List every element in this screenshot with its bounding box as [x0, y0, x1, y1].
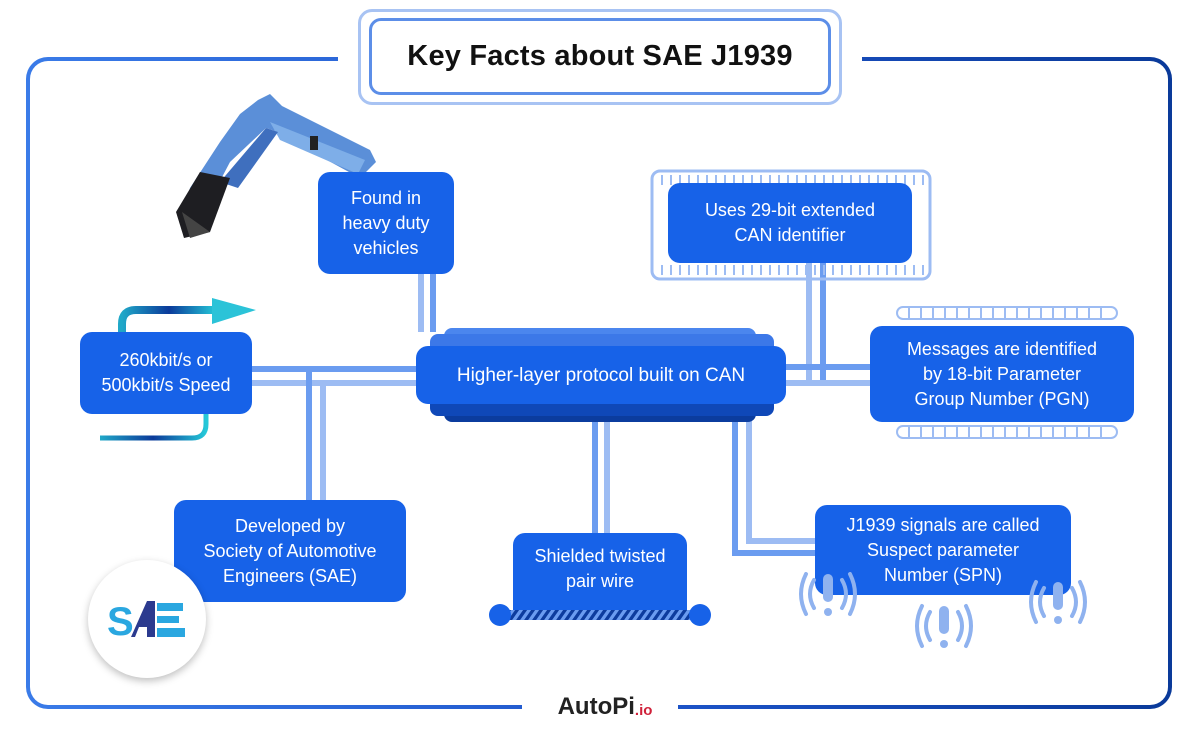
connector [430, 272, 436, 332]
alert-signals [799, 572, 1087, 648]
connector [592, 418, 598, 538]
fact-twisted-pair-wire: Shielded twisted pair wire [513, 533, 687, 611]
connector [248, 380, 428, 386]
connector [784, 380, 876, 386]
speed-arrow-icon [100, 298, 256, 441]
fact-line: J1939 signals are called [846, 514, 1040, 535]
fact-line: Found in [350, 187, 422, 208]
center-label: Higher-layer protocol built on CAN [456, 364, 746, 386]
alert-signal-icon [915, 604, 973, 648]
fact-developed-by-sae: Developed by Society of Automotive Engin… [174, 500, 406, 602]
fact-line: 500kbit/s Speed [101, 375, 231, 395]
connector [732, 418, 738, 556]
brand-suffix: .io [634, 701, 653, 719]
alert-signal-icon [1029, 580, 1087, 624]
title-box: Key Facts about SAE J1939 [369, 18, 831, 95]
page-title: Key Facts about SAE J1939 [407, 40, 793, 72]
brand-name: AutoPi [557, 693, 635, 720]
fact-line: vehicles [353, 237, 419, 258]
connector [306, 366, 312, 500]
fact-line: Society of Automotive [203, 540, 377, 561]
fact-29-bit-identifier: Uses 29-bit extended CAN identifier [668, 183, 912, 263]
fact-line: pair wire [565, 571, 635, 591]
sae-logo-icon: S [107, 600, 185, 641]
bit-strip-top-icon [896, 306, 1118, 320]
sae-logo: S [88, 560, 206, 678]
fact-line: 260kbit/s or [119, 350, 213, 370]
connector [746, 418, 752, 542]
connector [746, 538, 822, 544]
fact-line: Number (SPN) [883, 564, 1003, 585]
fact-heavy-duty-vehicles: Found in heavy duty vehicles [318, 172, 454, 274]
fact-line: Uses 29-bit extended [704, 200, 876, 220]
connector [820, 262, 826, 380]
fact-line: Developed by [234, 515, 346, 536]
alert-signal-icon [799, 572, 857, 616]
svg-text:S: S [107, 600, 134, 641]
connector [320, 380, 326, 500]
fact-line: Group Number (PGN) [914, 388, 1090, 409]
fact-pgn: Messages are identified by 18-bit Parame… [870, 326, 1134, 422]
twisted-wire-icon [489, 604, 711, 626]
fact-speed: 260kbit/s or 500kbit/s Speed [80, 332, 252, 414]
fact-line: by 18-bit Parameter [922, 363, 1082, 384]
connector [732, 550, 822, 556]
autopi-logo: AutoPi.io [540, 690, 670, 724]
fact-line: CAN identifier [734, 225, 846, 245]
fact-line: Engineers (SAE) [222, 565, 358, 586]
fact-spn: J1939 signals are called Suspect paramet… [815, 505, 1071, 595]
connector [784, 364, 876, 370]
connector [248, 366, 428, 372]
fact-line: heavy duty [342, 212, 430, 233]
center-protocol-box: Higher-layer protocol built on CAN [416, 346, 786, 404]
bit-strip-bottom-icon [896, 425, 1118, 439]
fact-line: Messages are identified [906, 338, 1098, 359]
connector [604, 418, 610, 538]
connector [806, 262, 812, 382]
fact-line: Shielded twisted [534, 546, 666, 566]
excavator-icon [176, 94, 376, 238]
connector [418, 272, 424, 332]
fact-line: Suspect parameter [866, 539, 1020, 560]
